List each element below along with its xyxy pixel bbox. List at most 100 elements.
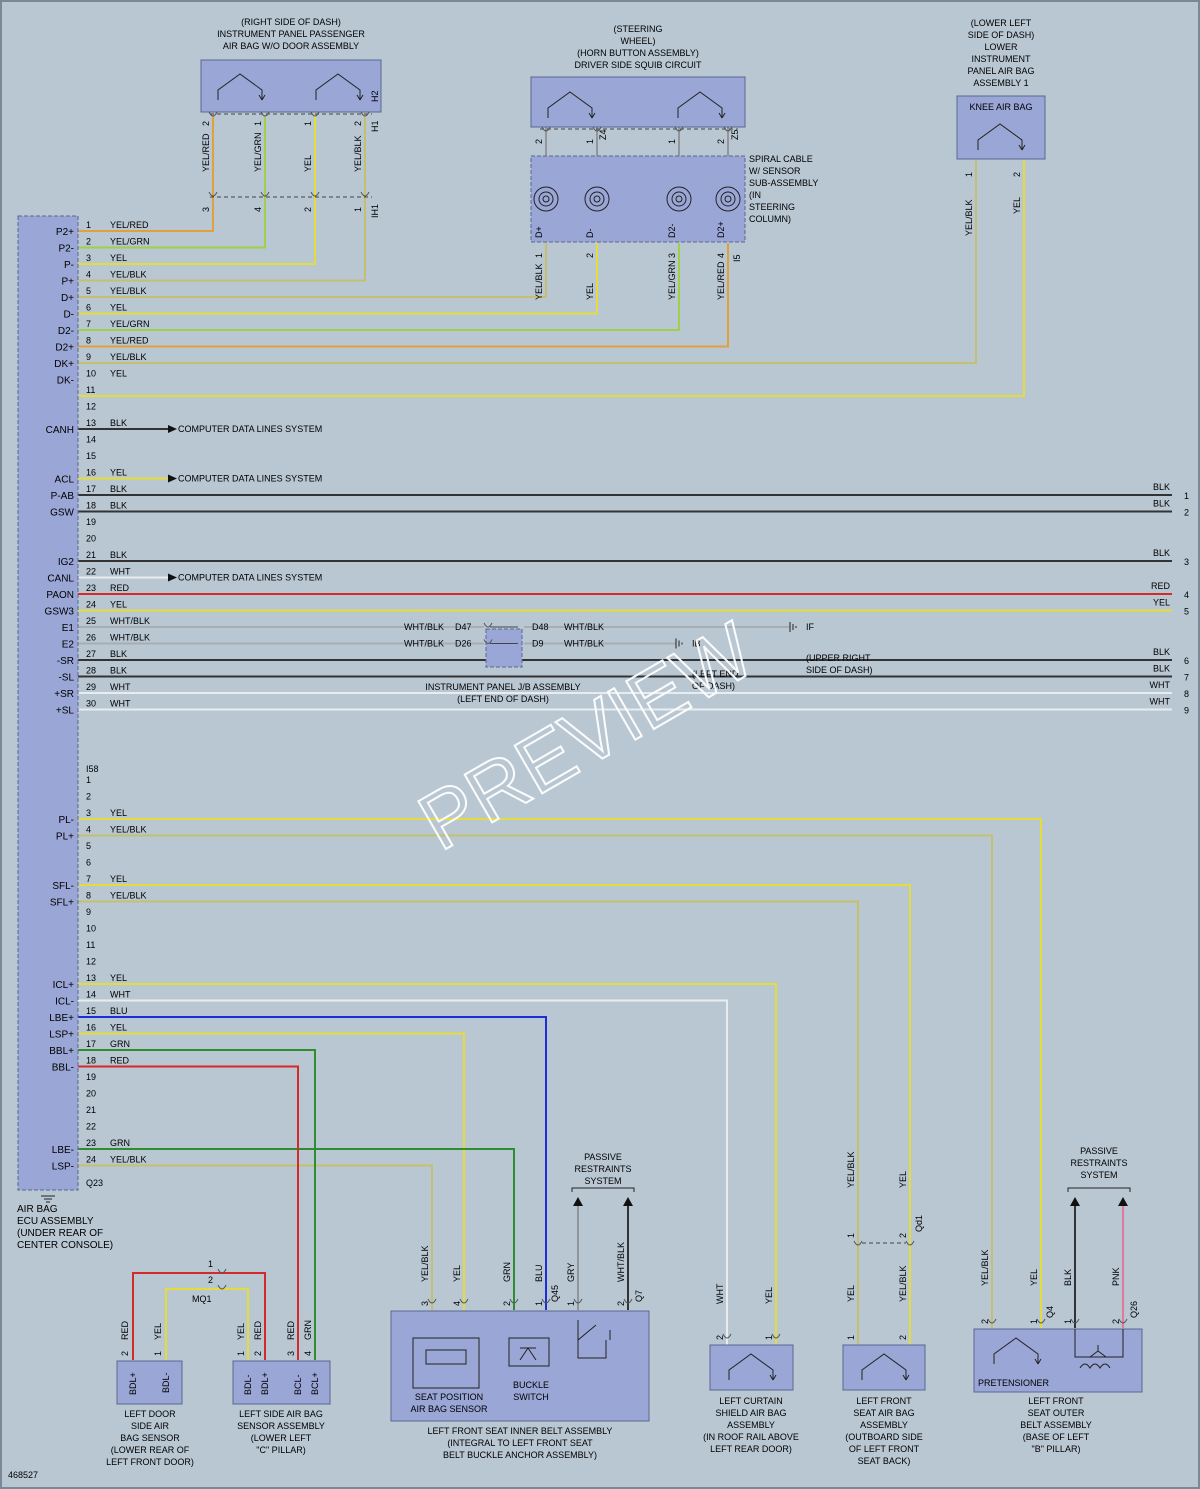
ground-ib-location-line: OF DASH) (692, 681, 735, 691)
belt-bracket (573, 1298, 583, 1304)
right-edge-number: 6 (1184, 656, 1189, 666)
knee-airbag-title-line: ASSEMBLY 1 (973, 78, 1028, 88)
pret-wire-label: YEL/BLK (980, 1249, 990, 1286)
ecu-pin-number: 23 (86, 583, 96, 593)
ecu-pin-number: 16 (86, 1023, 96, 1033)
ecu-wire-label: RED (110, 583, 130, 593)
steering-wheel-title-line: (STEERING (613, 24, 662, 34)
data-line-arrow-icon (168, 474, 177, 483)
ecu-pin-label: BBL- (52, 1063, 74, 1074)
passive-restraints-label-line: PASSIVE (584, 1152, 622, 1162)
wire-dplus (78, 243, 547, 298)
ecu-wire-label: YEL (110, 973, 127, 983)
spiral-pin: 4 (716, 253, 726, 258)
passenger-top-bracket (360, 111, 370, 117)
spiral-coil-inner (542, 195, 550, 203)
ecu-wire-label: WHT/BLK (110, 633, 150, 643)
wire-lspplus (78, 1032, 465, 1310)
passenger-wire-label: YEL/RED (201, 133, 211, 172)
side-terminal: BCL+ (310, 1372, 320, 1395)
pret-arrow-icon (1118, 1197, 1128, 1206)
steering-bracket (723, 126, 733, 132)
right-edge-wire-label: YEL (1153, 598, 1170, 608)
passenger-bottom-pin: 1 (353, 207, 363, 212)
ecu-wire-label: BLK (110, 666, 127, 676)
ground-ib-icon (675, 638, 683, 649)
seat-airbag-title-line: (OUTBOARD SIDE (845, 1432, 923, 1442)
door-sensor-title-line: LEFT DOOR (124, 1409, 176, 1419)
passive-restraints-label-line: SYSTEM (584, 1176, 621, 1186)
wire-lbeplus (78, 1016, 547, 1310)
spiral-coil-mid (671, 191, 687, 207)
side-terminal: BCL- (293, 1374, 303, 1395)
ecu-pin-number: 3 (86, 253, 91, 263)
spiral-terminal: D2- (667, 223, 677, 238)
connector-d48: D48 (532, 622, 549, 632)
spiral-coil-mid (538, 191, 554, 207)
steering-bracket (541, 126, 551, 132)
ecu-pin-label: ICL- (55, 997, 74, 1008)
passenger-top-pin: 1 (253, 121, 263, 126)
passenger-airbag-title-line: AIR BAG W/O DOOR ASSEMBLY (223, 41, 359, 51)
belt-bracket (623, 1298, 633, 1304)
ecu-pin-number: 13 (86, 973, 96, 983)
spiral-cable-title-line: SPIRAL CABLE (749, 154, 813, 164)
ecu-pin-number: 12 (86, 402, 96, 412)
right-edge-number: 7 (1184, 673, 1189, 683)
passenger-squib-1-arrow (258, 94, 266, 101)
ecu-pin-number: 13 (86, 418, 96, 428)
connector-h1: H1 (370, 120, 380, 132)
ecu-pin-label: BBL+ (49, 1046, 74, 1057)
ecu-pin-label: D- (63, 310, 74, 321)
right-edge-wire-label: RED (1151, 581, 1171, 591)
junction-bracket (483, 639, 493, 644)
steering-wheel-box (530, 76, 746, 128)
ecu-pin-number: 23 (86, 1138, 96, 1148)
connector-d47: D47 (455, 622, 472, 632)
ecu-wire-label: WHT/BLK (110, 616, 150, 626)
ecu-pin-number: 19 (86, 517, 96, 527)
right-edge-wire-label: WHT (1150, 680, 1171, 690)
seat-airbag-title-line: ASSEMBLY (860, 1420, 908, 1430)
ecu-wire-label: BLK (110, 484, 127, 494)
ecu-wire-label: BLK (110, 550, 127, 560)
spiral-terminal: D+ (534, 226, 544, 238)
seat-sensor-frame (412, 1337, 480, 1389)
steering-bracket (592, 126, 602, 132)
buckle-diode (519, 1347, 537, 1361)
door-sensor-box (116, 1360, 183, 1405)
ecu-pin-number: 10 (86, 369, 96, 379)
curtain-title-line: LEFT CURTAIN (719, 1396, 783, 1406)
ecu-pin-label: PL+ (56, 832, 74, 843)
ecu-pin-label: P- (64, 260, 74, 271)
pret-wire-label: PNK (1111, 1267, 1121, 1286)
pret-pin: 1 (1063, 1319, 1073, 1324)
ecu-pin-number: 7 (86, 319, 91, 329)
ecu-pin-number: 20 (86, 1089, 96, 1099)
door-wire-label: YEL (153, 1323, 163, 1340)
belt-wire-label: BLU (534, 1264, 544, 1282)
ecu-pin-number: 26 (86, 633, 96, 643)
connector-q4: Q4 (1045, 1306, 1055, 1318)
passenger-bottom-bracket (310, 191, 320, 197)
passenger-bottom-bracket (208, 191, 218, 197)
seat-squib-arrow (902, 1374, 910, 1381)
spiral-wire-label: YEL (585, 283, 595, 300)
buckle-label-line: SWITCH (513, 1392, 549, 1402)
belt-switch (577, 1320, 611, 1359)
ecu-pin-number: 17 (86, 484, 96, 494)
spiral-cable-title-line: SUB-ASSEMBLY (749, 178, 818, 188)
side-sensor-title-line: LEFT SIDE AIR BAG (239, 1409, 323, 1419)
ecu-label-line: ECU ASSEMBLY (17, 1216, 94, 1227)
pretensioner-title-line: SEAT OUTER (1028, 1408, 1085, 1418)
seat-squib (861, 1353, 907, 1380)
spiral-coil-inner (675, 195, 683, 203)
ecu-pin-number: 1 (86, 220, 91, 230)
ground-if-label: IF (806, 622, 815, 632)
knee-airbag-title-line: INSTRUMENT (972, 54, 1031, 64)
door-pin: 1 (153, 1351, 163, 1356)
driver-squib-2 (677, 91, 723, 118)
belt-assembly-title-line: BELT BUCKLE ANCHOR ASSEMBLY) (443, 1450, 597, 1460)
passenger-squib-2-arrow (356, 94, 364, 101)
seat-lower-pin: 2 (898, 1335, 908, 1340)
